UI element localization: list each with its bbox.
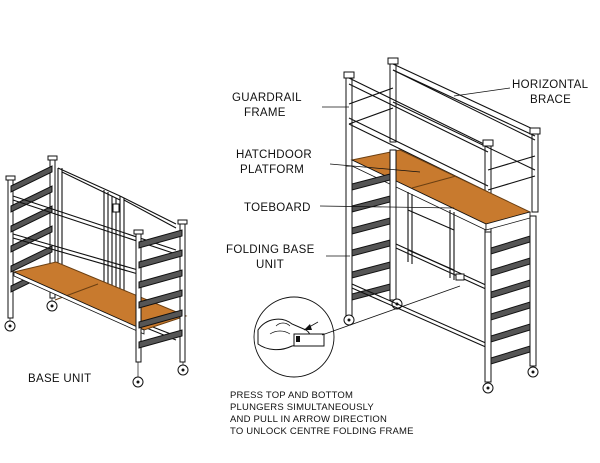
castor-icon xyxy=(527,366,539,378)
tower-left-ladder xyxy=(343,149,403,326)
label-toeboard: TOEBOARD xyxy=(244,202,311,214)
base-unit-platform xyxy=(12,261,188,335)
castor-icon xyxy=(343,314,355,326)
label-horizontal-brace: BRACE xyxy=(530,94,571,106)
instruction-line-1: PRESS TOP AND BOTTOM xyxy=(230,390,353,401)
label-guardrail-frame: FRAME xyxy=(244,107,286,119)
leader-toeboard xyxy=(319,205,455,209)
instruction-line-2: PLUNGERS SIMULTANEOUSLY xyxy=(230,402,374,413)
base-unit-drawing xyxy=(4,155,189,388)
tower-drawing xyxy=(343,57,541,394)
castor-icon xyxy=(482,382,494,394)
label-folding-base-unit: FOLDING BASE xyxy=(226,244,315,256)
instruction-line-3: AND PULL IN ARROW DIRECTION xyxy=(230,414,387,425)
label-horizontal-brace: HORIZONTAL xyxy=(512,79,589,91)
castor-icon xyxy=(46,298,58,312)
label-guardrail-frame: GUARDRAIL xyxy=(232,92,302,104)
plunger-detail xyxy=(253,296,335,378)
castor-icon xyxy=(4,318,16,332)
instruction-line-4: TO UNLOCK CENTRE FOLDING FRAME xyxy=(230,426,414,437)
castor-icon xyxy=(132,362,144,388)
tower-right-ladder xyxy=(482,215,539,394)
castor-icon xyxy=(177,362,189,376)
label-base-unit: BASE UNIT xyxy=(28,373,91,385)
base-unit-right-ladder xyxy=(132,219,189,388)
label-folding-base-unit: UNIT xyxy=(256,259,284,271)
leader-horizontal-brace xyxy=(453,87,511,97)
hatchdoor-platform xyxy=(350,149,532,231)
centre-folding-frame xyxy=(351,192,489,349)
leader-plunger-detail xyxy=(321,285,461,336)
label-hatchdoor-platform: PLATFORM xyxy=(240,164,304,176)
leader-hatchdoor-platform xyxy=(329,163,421,173)
label-hatchdoor-platform: HATCHDOOR xyxy=(236,149,312,161)
guardrail-frame xyxy=(343,57,541,235)
